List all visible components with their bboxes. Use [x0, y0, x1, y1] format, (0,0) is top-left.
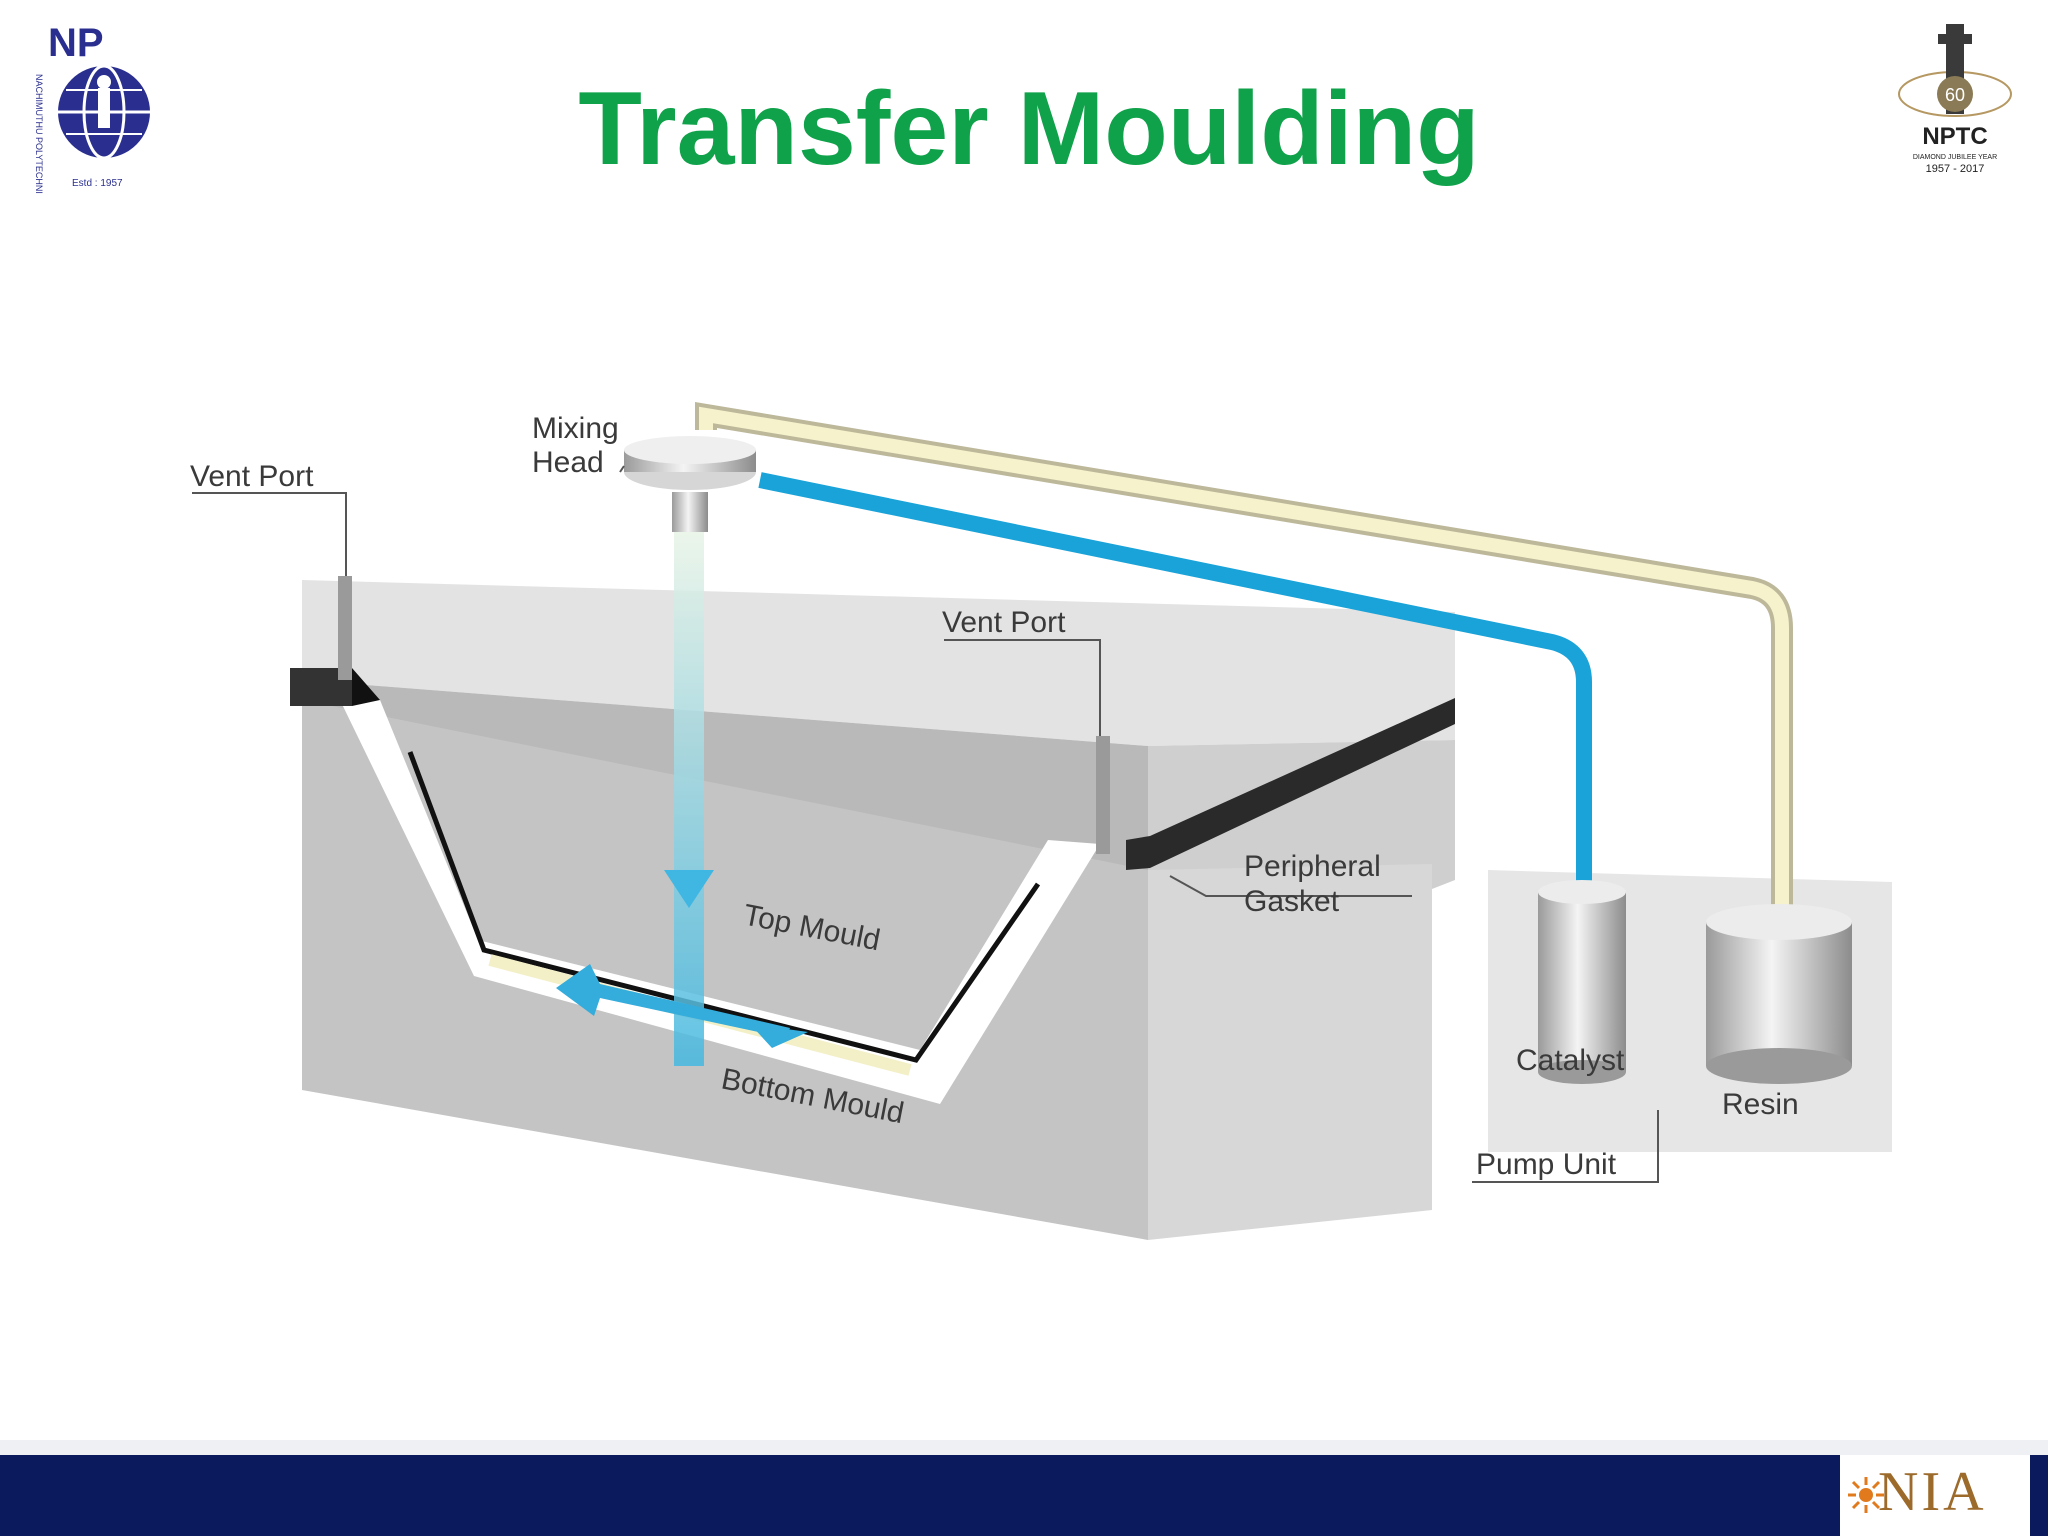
logo-estd: Estd : 1957 [72, 178, 123, 189]
footer-divider [0, 1440, 2048, 1455]
jubilee-name: NPTC [1922, 123, 1987, 150]
label-catalyst: Catalyst [1516, 1044, 1625, 1077]
sun-emblem-icon [1848, 1477, 1884, 1513]
peripheral-gasket [1126, 698, 1455, 870]
label-peripheral-gasket-1: Peripheral [1244, 850, 1381, 883]
label-vent-port-left: Vent Port [190, 460, 314, 493]
flow-arrow-down [664, 870, 714, 908]
flow-arrow-left [556, 964, 790, 1038]
bottom-mould-front [302, 700, 1148, 1240]
resin-line [699, 406, 1789, 922]
catalyst-line [758, 472, 1592, 892]
vent-port-left [338, 576, 352, 680]
jubilee-years: 1957 - 2017 [1926, 163, 1985, 175]
footer-logo-text: NIA [1878, 1461, 1987, 1523]
top-mould-top-face [302, 580, 1455, 746]
label-resin: Resin [1722, 1088, 1799, 1121]
jubilee-logo-right: 60 NPTC DIAMOND JUBILEE YEAR 1957 - 2017 [1880, 14, 2030, 184]
bottom-mould-side [1148, 864, 1432, 1240]
jubilee-tagline: DIAMOND JUBILEE YEAR [1913, 154, 1997, 161]
footer-bar [0, 1455, 2048, 1536]
college-logo-left: NP NACHIMUTHU POLYTECHNIC COLLEGE POLLAC… [14, 14, 174, 292]
transfer-moulding-diagram: Mixing Head Vent Port Vent Port Top Moul… [0, 180, 2048, 1300]
flow-arrow-right [750, 1024, 808, 1048]
logo-initials: NP [48, 21, 104, 65]
slide-title: Transfer Moulding [578, 71, 1480, 187]
jubilee-number: 60 [1945, 85, 1965, 105]
diamond-jubilee-emblem-icon [1937, 76, 1973, 112]
label-vent-port-right: Vent Port [942, 606, 1066, 639]
label-mixing-head-1: Mixing [532, 412, 619, 445]
logo-ring-text: NACHIMUTHU POLYTECHNIC COLLEGE POLLACHI [34, 74, 44, 194]
catalyst-tank [1538, 892, 1626, 1072]
label-peripheral-gasket-2: Gasket [1244, 885, 1340, 918]
vent-port-right [1096, 736, 1110, 854]
label-pump-unit: Pump Unit [1476, 1148, 1617, 1181]
label-mixing-head-2: Head [532, 446, 604, 479]
resin-tank [1706, 922, 1852, 1066]
injection-feed [674, 526, 704, 1066]
footer-logo-box [1840, 1455, 2030, 1536]
gasket-left [290, 668, 352, 706]
